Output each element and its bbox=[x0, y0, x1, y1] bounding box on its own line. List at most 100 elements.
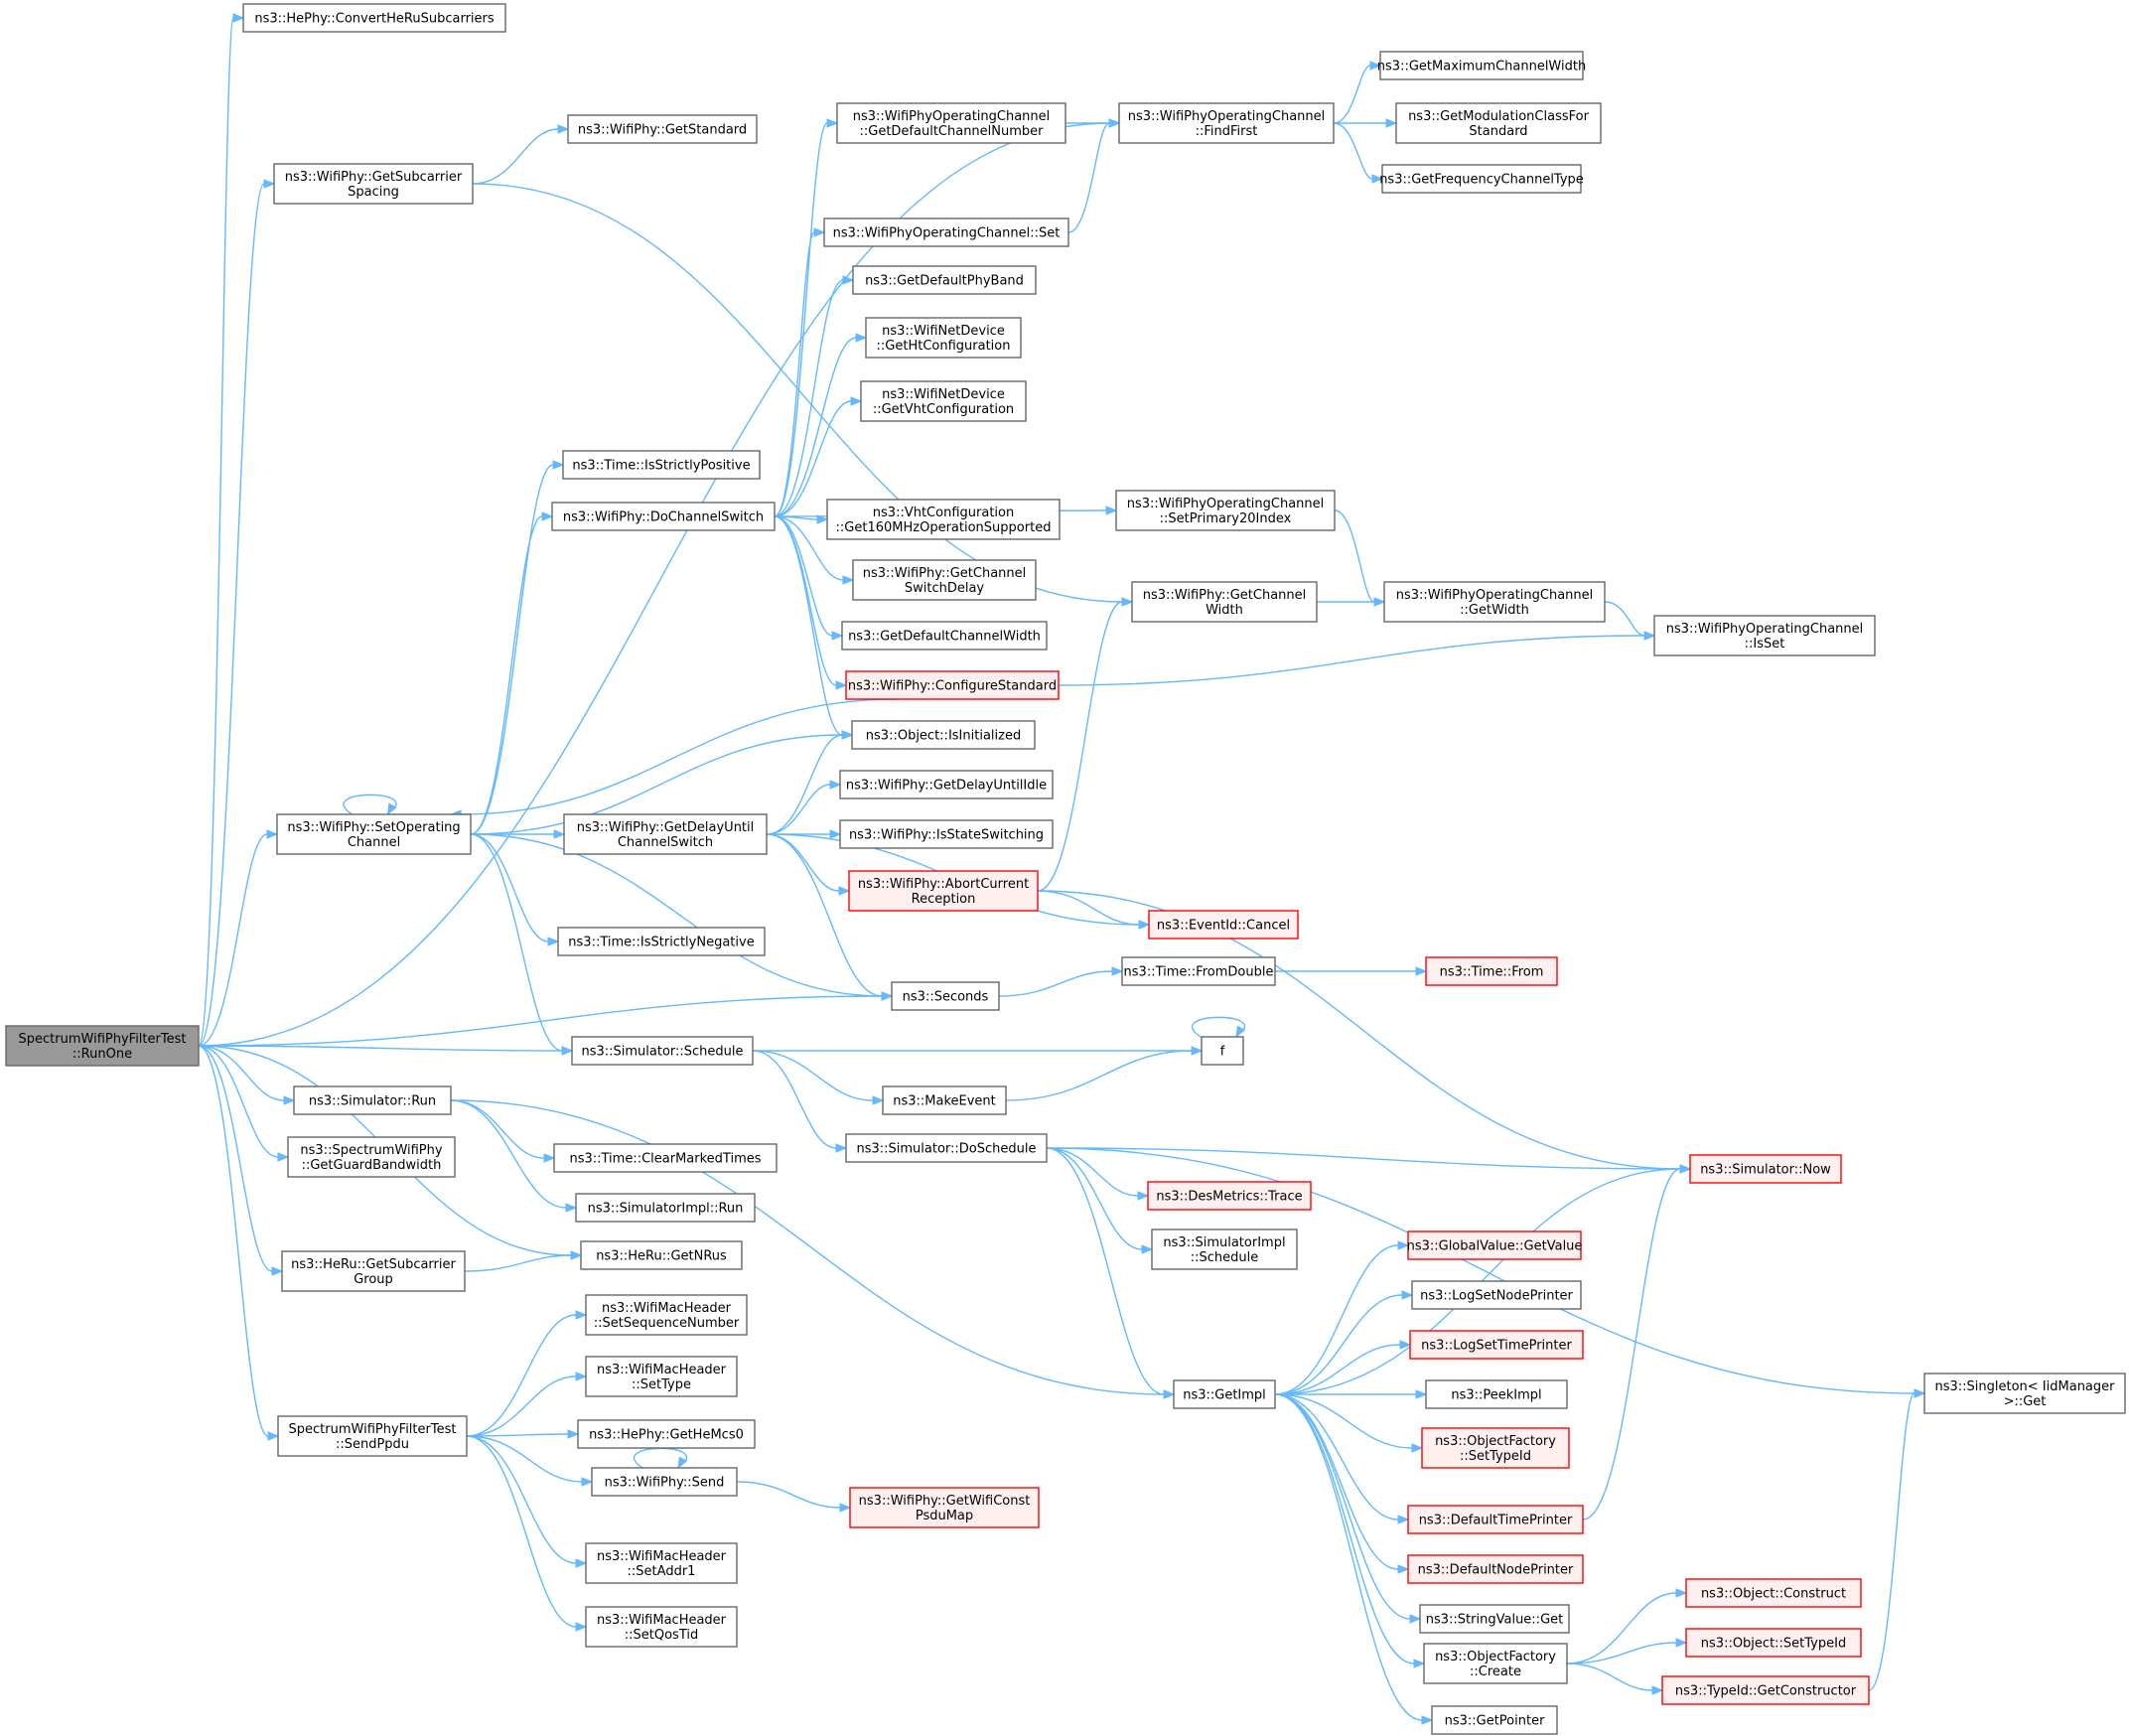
node-getimpl[interactable]: ns3::GetImpl bbox=[1173, 1379, 1276, 1409]
node-getptr[interactable]: ns3::GetPointer bbox=[1431, 1705, 1558, 1735]
node-dochsw[interactable]: ns3::WifiPhy::DoChannelSwitch bbox=[551, 502, 776, 531]
edge-arrowhead bbox=[829, 780, 842, 790]
node-confstd[interactable]: ns3::WifiPhy::ConfigureStandard bbox=[845, 670, 1060, 700]
node-makeevent[interactable]: ns3::MakeEvent bbox=[882, 1085, 1007, 1115]
node-findfirst[interactable]: ns3::WifiPhyOperatingChannel::FindFirst bbox=[1118, 102, 1335, 144]
graph-edges bbox=[198, 13, 1926, 1725]
edge-line bbox=[470, 833, 549, 942]
node-cancel[interactable]: ns3::EventId::Cancel bbox=[1148, 910, 1299, 940]
node-getctor[interactable]: ns3::TypeId::GetConstructor bbox=[1661, 1675, 1870, 1705]
node-getdefchw[interactable]: ns3::GetDefaultChannelWidth bbox=[841, 621, 1048, 651]
edge-findfirst-modclass bbox=[1334, 118, 1398, 128]
node-guardbw[interactable]: ns3::SpectrumWifiPhy::GetGuardBandwidth bbox=[287, 1136, 456, 1178]
node-send[interactable]: ns3::WifiPhy::Send bbox=[591, 1467, 738, 1497]
edge-schedule-f bbox=[753, 1046, 1204, 1056]
edge-arrowhead bbox=[1137, 1191, 1150, 1201]
node-now[interactable]: ns3::Simulator::Now bbox=[1689, 1154, 1842, 1184]
edge-arrowhead bbox=[839, 1503, 852, 1513]
edge-line bbox=[198, 122, 1110, 1047]
node-doschedule[interactable]: ns3::Simulator::DoSchedule bbox=[845, 1133, 1048, 1163]
node-box bbox=[841, 621, 1048, 651]
node-simrun[interactable]: ns3::Simulator::Run bbox=[293, 1085, 452, 1115]
edge-arrowhead bbox=[1397, 1515, 1410, 1524]
edge-getchw-opchgetw bbox=[1317, 597, 1386, 607]
node-label: ::RunOne bbox=[72, 1047, 132, 1062]
node-logtime[interactable]: ns3::LogSetTimePrinter bbox=[1409, 1330, 1584, 1360]
edge-root-simrun bbox=[198, 1045, 296, 1105]
node-freqtype[interactable]: ns3::GetFrequencyChannelType bbox=[1379, 164, 1584, 194]
edge-arrowhead bbox=[1415, 1389, 1428, 1399]
node-box bbox=[276, 813, 472, 855]
node-timefrom[interactable]: ns3::Time::From bbox=[1425, 956, 1558, 986]
node-getdefband[interactable]: ns3::GetDefaultPhyBand bbox=[852, 265, 1037, 295]
node-setseq[interactable]: ns3::WifiMacHeader::SetSequenceNumber bbox=[585, 1294, 748, 1336]
node-label: ns3::GetModulationClassFor bbox=[1408, 109, 1590, 124]
node-opchisset[interactable]: ns3::WifiPhyOperatingChannel::IsSet bbox=[1653, 615, 1876, 656]
node-getnrus[interactable]: ns3::HeRu::GetNRus bbox=[580, 1240, 743, 1270]
edge-line bbox=[774, 231, 815, 517]
node-isstrneg[interactable]: ns3::Time::IsStrictlyNegative bbox=[557, 927, 766, 956]
node-fromdouble[interactable]: ns3::Time::FromDouble bbox=[1121, 956, 1276, 986]
edge-dochsw-getdefband bbox=[774, 275, 855, 517]
node-peek[interactable]: ns3::PeekImpl bbox=[1425, 1379, 1568, 1409]
node-box bbox=[1115, 490, 1336, 531]
node-label: SpectrumWifiPhyFilterTest bbox=[19, 1032, 187, 1047]
node-trace[interactable]: ns3::DesMetrics::Trace bbox=[1147, 1181, 1312, 1211]
edge-getimpl-peek bbox=[1274, 1389, 1428, 1399]
node-strget[interactable]: ns3::StringValue::Get bbox=[1419, 1604, 1570, 1634]
node-f[interactable]: f bbox=[1201, 1036, 1244, 1066]
node-implrun[interactable]: ns3::SimulatorImpl::Run bbox=[575, 1193, 756, 1223]
node-seconds[interactable]: ns3::Seconds bbox=[891, 981, 1000, 1011]
node-objsettype[interactable]: ns3::Object::SetTypeId bbox=[1685, 1628, 1862, 1658]
edge-subgrp-getnrus bbox=[464, 1250, 583, 1272]
node-opchset[interactable]: ns3::WifiPhyOperatingChannel::Set bbox=[823, 217, 1069, 247]
node-settype[interactable]: ns3::WifiMacHeader::SetType bbox=[585, 1356, 738, 1397]
node-getdefchnum[interactable]: ns3::WifiPhyOperatingChannel::GetDefault… bbox=[836, 102, 1066, 144]
node-root[interactable]: SpectrumWifiPhyFilterTest::RunOne bbox=[5, 1025, 200, 1067]
edge-line bbox=[1274, 1393, 1411, 1620]
node-deftime[interactable]: ns3::DefaultTimePrinter bbox=[1407, 1505, 1584, 1534]
node-isstrpos[interactable]: ns3::Time::IsStrictlyPositive bbox=[562, 450, 761, 480]
edge-f-f bbox=[1191, 1016, 1246, 1039]
node-defnode[interactable]: ns3::DefaultNodePrinter bbox=[1407, 1554, 1584, 1584]
node-ofcreate[interactable]: ns3::ObjectFactory::Create bbox=[1423, 1643, 1568, 1684]
node-gvget[interactable]: ns3::GlobalValue::GetValue bbox=[1407, 1230, 1583, 1260]
edge-line bbox=[1868, 1392, 1916, 1691]
node-objcon[interactable]: ns3::Object::Construct bbox=[1685, 1578, 1862, 1608]
node-box bbox=[839, 819, 1054, 849]
node-opchgetw[interactable]: ns3::WifiPhyOperatingChannel::GetWidth bbox=[1383, 581, 1606, 623]
edge-line bbox=[464, 1254, 572, 1272]
node-maxchw[interactable]: ns3::GetMaximumChannelWidth bbox=[1377, 51, 1586, 80]
node-lognode[interactable]: ns3::LogSetNodePrinter bbox=[1411, 1280, 1582, 1310]
node-schedule[interactable]: ns3::Simulator::Schedule bbox=[571, 1036, 754, 1066]
node-setaddr1[interactable]: ns3::WifiMacHeader::SetAddr1 bbox=[585, 1542, 738, 1584]
node-convert[interactable]: ns3::HePhy::ConvertHeRuSubcarriers bbox=[242, 3, 506, 33]
node-sendppdu[interactable]: SpectrumWifiPhyFilterTest::SendPpdu bbox=[277, 1415, 468, 1457]
node-htconf[interactable]: ns3::WifiNetDevice::GetHtConfiguration bbox=[865, 317, 1022, 359]
node-setqos[interactable]: ns3::WifiMacHeader::SetQosTid bbox=[585, 1606, 738, 1648]
node-getstd[interactable]: ns3::WifiPhy::GetStandard bbox=[567, 114, 758, 144]
node-setprim[interactable]: ns3::WifiPhyOperatingChannel::SetPrimary… bbox=[1115, 490, 1336, 531]
node-clearmarked[interactable]: ns3::Time::ClearMarkedTimes bbox=[553, 1143, 778, 1173]
edge-arrowhead bbox=[263, 179, 276, 189]
node-delayidle[interactable]: ns3::WifiPhy::GetDelayUntilIdle bbox=[839, 770, 1054, 799]
node-implsched[interactable]: ns3::SimulatorImpl::Schedule bbox=[1151, 1229, 1298, 1270]
node-get160[interactable]: ns3::VhtConfiguration::Get160MHzOperatio… bbox=[826, 499, 1061, 540]
node-ofsettype[interactable]: ns3::ObjectFactory::SetTypeId bbox=[1421, 1427, 1570, 1469]
node-vhtconf[interactable]: ns3::WifiNetDevice::GetVhtConfiguration bbox=[860, 380, 1027, 422]
node-singleton[interactable]: ns3::Singleton< IidManager>::Get bbox=[1923, 1373, 2126, 1414]
node-isswitch[interactable]: ns3::WifiPhy::IsStateSwitching bbox=[839, 819, 1054, 849]
edge-arrowhead bbox=[677, 1456, 688, 1470]
node-isinit[interactable]: ns3::Object::IsInitialized bbox=[851, 720, 1036, 750]
edge-sendppdu-setqos bbox=[466, 1435, 588, 1632]
node-hemcs0[interactable]: ns3::HePhy::GetHeMcs0 bbox=[577, 1419, 756, 1449]
